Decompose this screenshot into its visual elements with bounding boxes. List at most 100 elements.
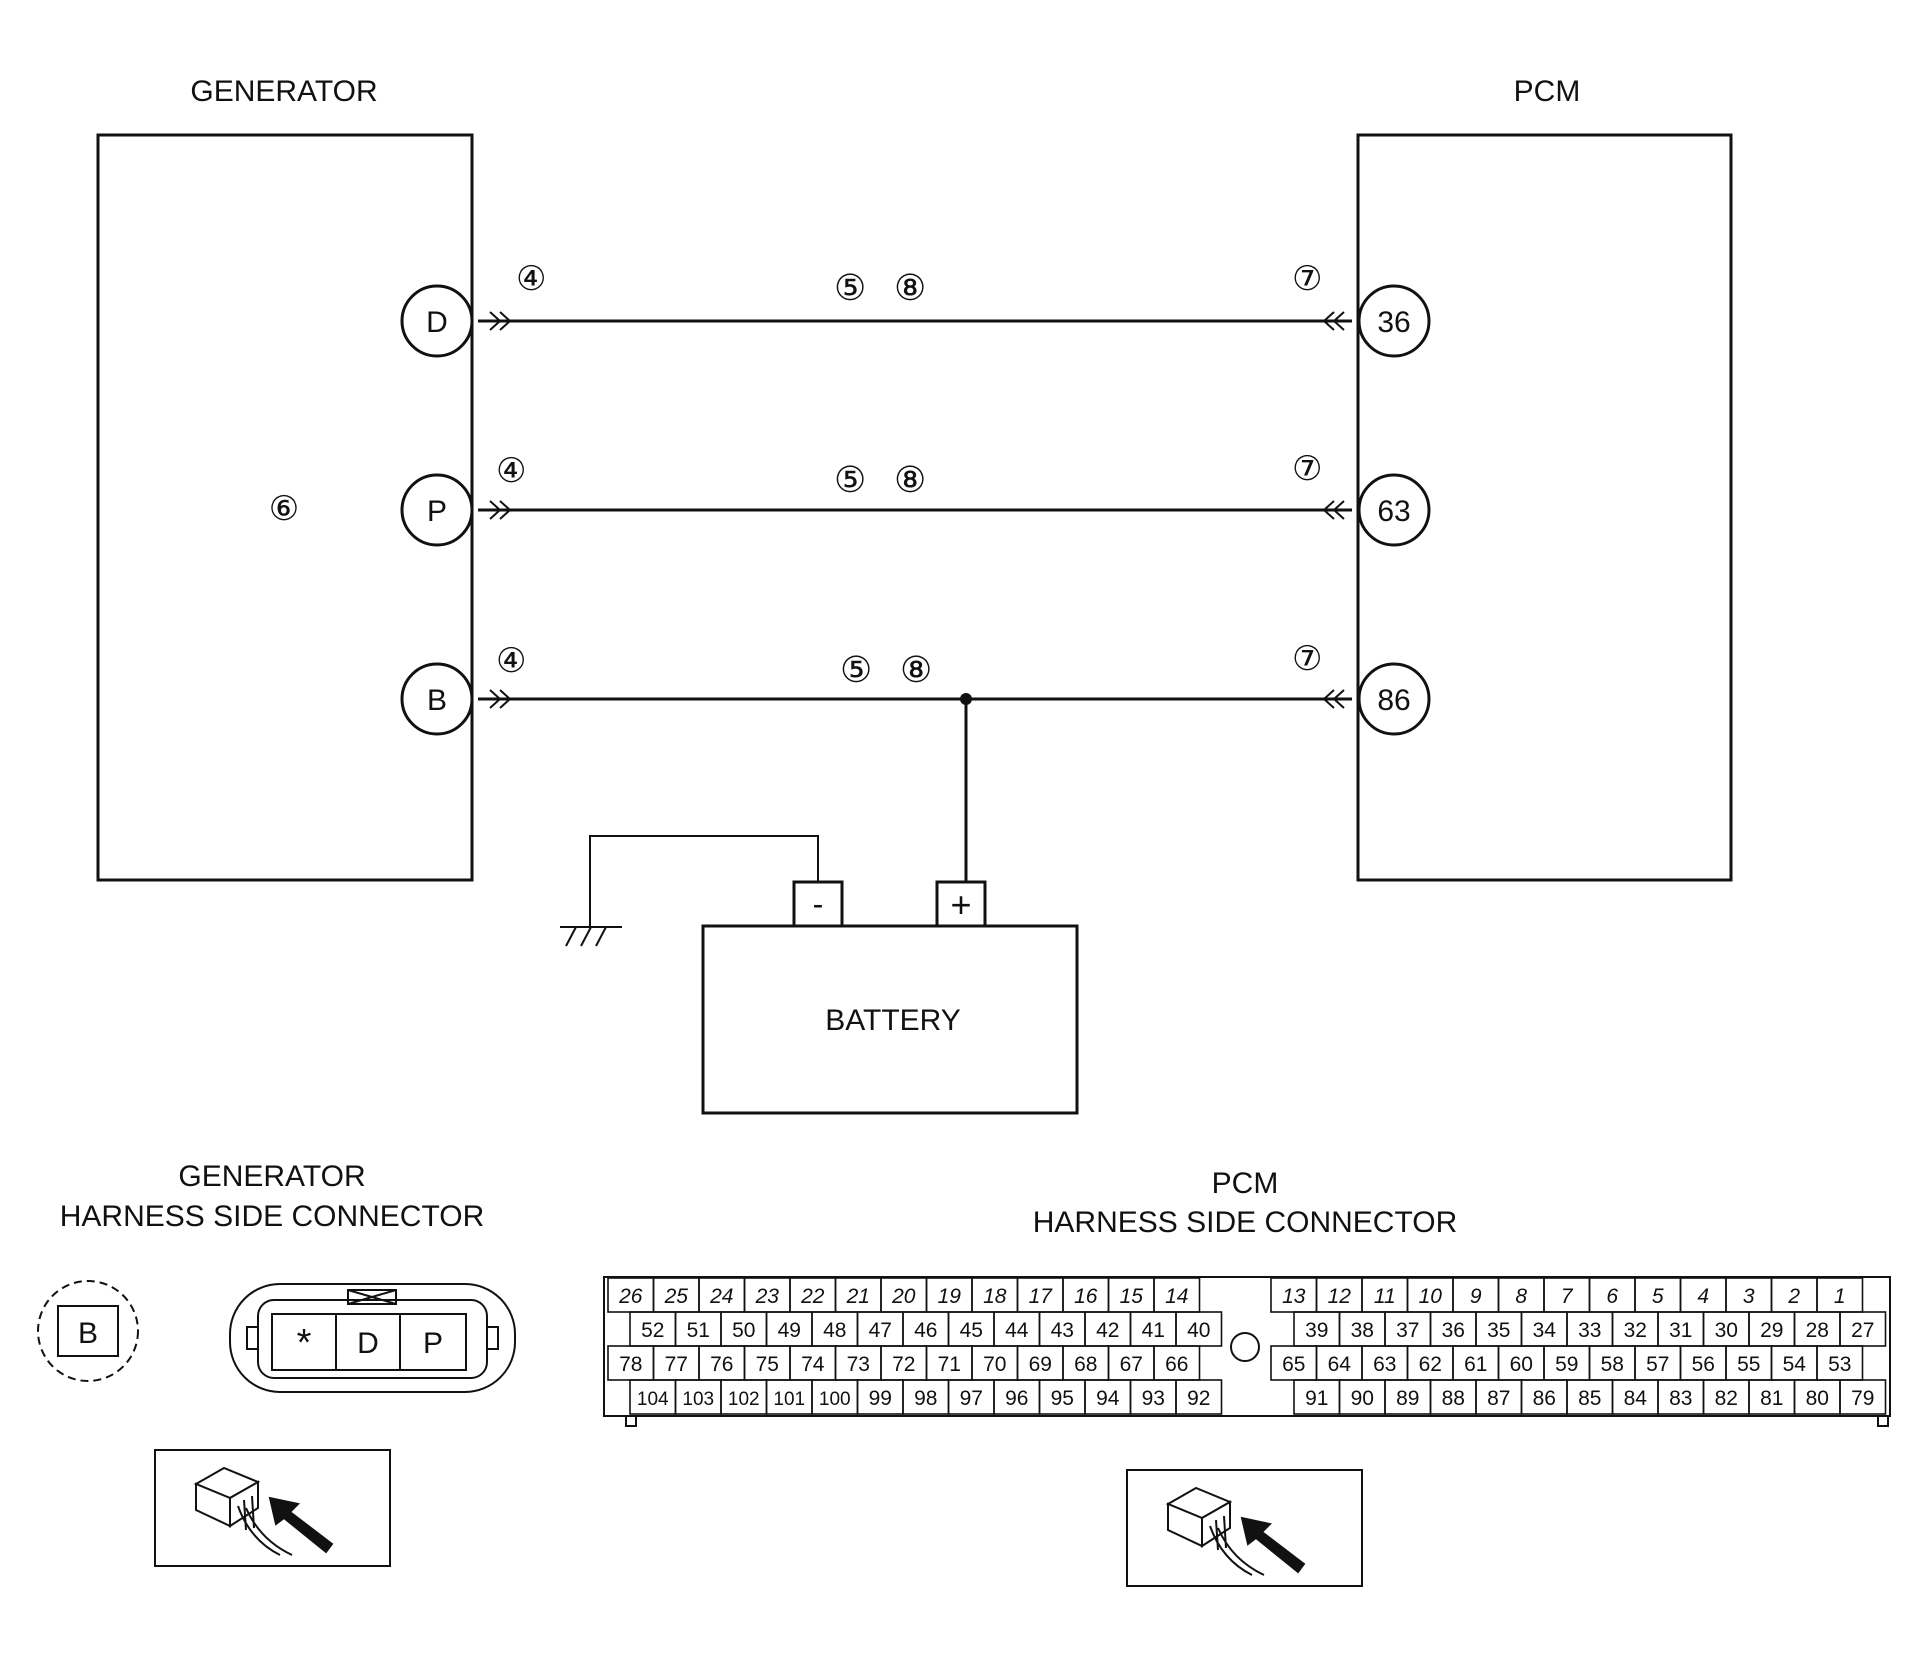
single-pin-outline xyxy=(37,1280,139,1382)
pin-number-46: 46 xyxy=(914,1319,937,1342)
wire-callout-b: ⑧ xyxy=(894,267,926,308)
terminal-circle xyxy=(400,662,474,736)
generator-harness-connector: GENERATOR HARNESS SIDE CONNECTOR B * D P xyxy=(37,1160,516,1567)
generator-terminal-callout: ④ xyxy=(516,260,546,298)
pcm-terminal-callout: ⑦ xyxy=(1292,450,1322,488)
terminal-circle xyxy=(1357,662,1431,736)
pcm-terminal-callout: ⑦ xyxy=(1292,260,1322,298)
generator-terminal-p: P xyxy=(400,473,474,547)
pin-number-21: 21 xyxy=(846,1285,870,1308)
terminal-label: 63 xyxy=(1377,495,1410,528)
terminal-circle xyxy=(1357,284,1431,358)
pcm-title: PCM xyxy=(1514,75,1581,108)
pin-number-78: 78 xyxy=(619,1353,642,1376)
pin-number-102: 102 xyxy=(728,1389,760,1410)
pin-number-58: 58 xyxy=(1601,1353,1624,1376)
pin-number-18: 18 xyxy=(983,1285,1007,1308)
generator-terminal-b: B xyxy=(400,662,474,736)
pin-number-15: 15 xyxy=(1120,1285,1144,1308)
female-terminal-icon xyxy=(1322,689,1345,709)
pcm-terminal-36: 36 xyxy=(1357,284,1431,358)
pin-cell xyxy=(1175,1379,1223,1415)
pin-number-53: 53 xyxy=(1828,1353,1851,1376)
pin-number-87: 87 xyxy=(1487,1387,1510,1410)
connector-side-tab xyxy=(246,1326,259,1350)
pin-number-64: 64 xyxy=(1328,1353,1352,1376)
pin-number-93: 93 xyxy=(1142,1387,1165,1410)
pin-number-73: 73 xyxy=(847,1353,870,1376)
pin-number-81: 81 xyxy=(1760,1387,1783,1410)
terminal-label: 36 xyxy=(1377,306,1410,339)
pin-number-86: 86 xyxy=(1533,1387,1556,1410)
terminal-label: P xyxy=(427,495,447,528)
wire-callout-b: ⑧ xyxy=(900,649,932,690)
pin-number-48: 48 xyxy=(823,1319,846,1342)
pin-number-34: 34 xyxy=(1533,1319,1557,1342)
terminal-label: B xyxy=(427,684,447,717)
pin-number-75: 75 xyxy=(756,1353,779,1376)
battery: - + BATTERY xyxy=(560,835,1079,1115)
pin-number-5: 5 xyxy=(1652,1285,1664,1308)
pin-number-79: 79 xyxy=(1851,1387,1874,1410)
pin-number-63: 63 xyxy=(1373,1353,1396,1376)
connector-housing xyxy=(229,1283,516,1393)
pin-number-4: 4 xyxy=(1697,1285,1709,1308)
pcm-terminal-86: 86 xyxy=(1357,662,1431,736)
wire-callout-a: ⑤ xyxy=(834,459,866,500)
pin-number-29: 29 xyxy=(1760,1319,1783,1342)
pin-number-103: 103 xyxy=(682,1389,714,1410)
connector-side-tab xyxy=(486,1326,499,1350)
pin-number-91: 91 xyxy=(1305,1387,1328,1410)
ground-icon xyxy=(560,926,622,947)
pin-number-43: 43 xyxy=(1051,1319,1074,1342)
connector-title-line1: PCM xyxy=(1212,1167,1279,1200)
pin-number-31: 31 xyxy=(1669,1319,1692,1342)
pin-number-23: 23 xyxy=(755,1285,780,1308)
pin-number-95: 95 xyxy=(1051,1387,1074,1410)
wire-p-63: ④ ⑤ ⑧ ⑦ xyxy=(478,450,1352,520)
pin-number-69: 69 xyxy=(1029,1353,1052,1376)
wire-callout-a: ⑤ xyxy=(834,267,866,308)
single-pin-box xyxy=(57,1305,119,1357)
battery-label: BATTERY xyxy=(825,1004,961,1037)
terminal-circle xyxy=(400,284,474,358)
wire-callout-b: ⑧ xyxy=(894,459,926,500)
pin-number-90: 90 xyxy=(1351,1387,1374,1410)
connector-foot xyxy=(1877,1415,1889,1427)
pin-number-41: 41 xyxy=(1142,1319,1165,1342)
pin-number-83: 83 xyxy=(1669,1387,1692,1410)
negative-label: - xyxy=(813,886,824,922)
pin-number-47: 47 xyxy=(869,1319,892,1342)
pin-number-101: 101 xyxy=(773,1389,805,1410)
pin-number-49: 49 xyxy=(778,1319,801,1342)
generator-callout: ⑥ xyxy=(269,490,299,528)
pin-number-98: 98 xyxy=(914,1387,937,1410)
pin-number-72: 72 xyxy=(892,1353,915,1376)
pin-number-100: 100 xyxy=(819,1389,851,1410)
ground-wire xyxy=(589,835,819,927)
pin-number-20: 20 xyxy=(891,1285,916,1308)
pin-number-19: 19 xyxy=(938,1285,962,1308)
pcm-terminal-callout: ⑦ xyxy=(1292,640,1322,678)
pin-number-76: 76 xyxy=(710,1353,733,1376)
pin-number-28: 28 xyxy=(1806,1319,1829,1342)
pin-number-22: 22 xyxy=(800,1285,825,1308)
pin-label: P xyxy=(423,1327,443,1360)
pin-number-17: 17 xyxy=(1029,1285,1054,1308)
pin-number-11: 11 xyxy=(1374,1285,1396,1308)
pin-number-27: 27 xyxy=(1851,1319,1874,1342)
pin-number-33: 33 xyxy=(1578,1319,1601,1342)
pin-number-10: 10 xyxy=(1419,1285,1443,1308)
generator-title: GENERATOR xyxy=(190,75,377,108)
harness-view-icon xyxy=(154,1449,391,1567)
pin-number-80: 80 xyxy=(1806,1387,1829,1410)
pin-number-42: 42 xyxy=(1096,1319,1119,1342)
pin-number-67: 67 xyxy=(1120,1353,1143,1376)
pin-number-6: 6 xyxy=(1606,1285,1618,1308)
pcm-terminal-63: 63 xyxy=(1357,473,1431,547)
pin-number-65: 65 xyxy=(1282,1353,1305,1376)
pin-number-36: 36 xyxy=(1442,1319,1465,1342)
terminal-circle xyxy=(400,473,474,547)
pin-cell xyxy=(399,1313,467,1371)
